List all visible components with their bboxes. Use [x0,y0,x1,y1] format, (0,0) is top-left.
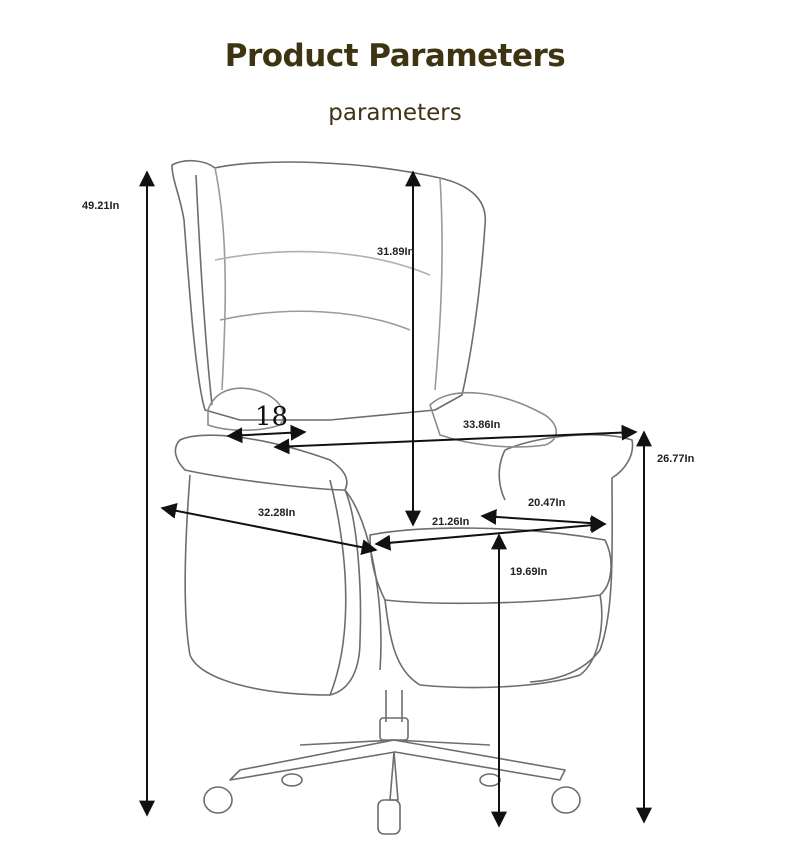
armrest-height-label: 26.77In [657,453,695,465]
armrest-width-label: 18 [255,402,289,432]
total-height-label: 49.21In [82,200,120,212]
seat-depth-line [480,508,607,532]
overall-width-label: 33.86In [463,419,501,431]
depth-line [160,502,378,556]
page-title: Product Parameters [224,38,566,74]
backrest-height-label: 31.89In [377,246,415,258]
overall-width-line [273,424,638,455]
dimension-lines [139,170,652,828]
seat-width-label: 21.26In [432,516,470,528]
seat-height-label: 19.69In [510,566,548,578]
depth-label: 32.28In [258,507,296,519]
seat-depth-label: 20.47In [528,497,566,509]
armrest-width-line [226,424,307,444]
page-subtitle: parameters [328,100,462,126]
chair-sketch [171,159,634,835]
